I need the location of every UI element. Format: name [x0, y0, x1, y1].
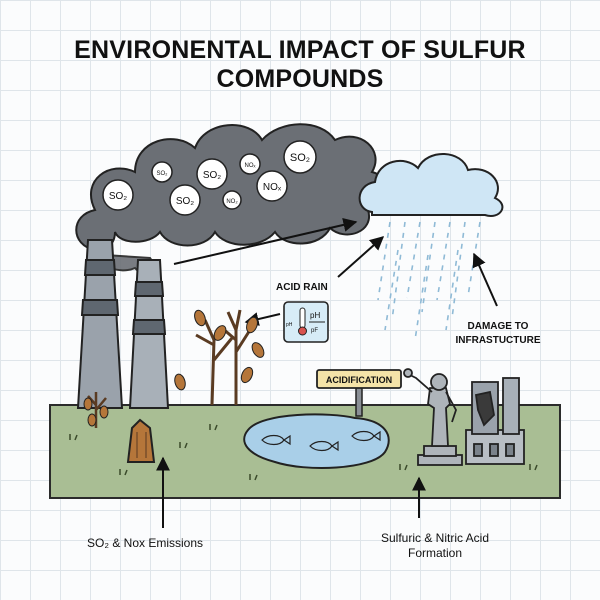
svg-text:NO₂: NO₂ [226, 199, 238, 205]
damaged-building [465, 377, 525, 465]
arrow-damage-to-rain [472, 252, 498, 307]
svg-text:SO₂: SO₂ [176, 196, 194, 207]
small-tree-left [83, 392, 109, 428]
svg-text:SO₂: SO₂ [157, 171, 169, 177]
arrow-emissions-to-cloud [173, 218, 358, 265]
damage-label-line2: INFRASTUCTURE [456, 335, 541, 346]
ph-meter: pH pH pF [283, 301, 329, 343]
rain [377, 221, 481, 341]
svg-text:ACIDIFICATION: ACIDIFICATION [326, 375, 392, 385]
svg-text:SO₂: SO₂ [203, 170, 221, 181]
svg-text:NOₓ: NOₓ [263, 182, 282, 193]
svg-text:SO₂: SO₂ [109, 191, 127, 202]
chimney-right [128, 259, 170, 409]
page-title: ENVIRONENTAL IMPACT OF SULFUR COMPOUNDS [74, 36, 526, 93]
so2-particle: SO₂ [169, 184, 201, 216]
emissions-label: SO₂ & Nox Emissions [87, 536, 203, 550]
leaves [174, 309, 265, 391]
acidification-sign: ACIDIFICATION [316, 369, 402, 417]
so2-particle-large: SO₂ [283, 140, 317, 174]
pond [243, 413, 390, 469]
arrow-acid-rain-to-cloud [337, 236, 385, 278]
nox-particle-small: NOₓ [239, 153, 261, 175]
fish-icons [261, 430, 381, 452]
svg-text:pH: pH [310, 311, 320, 320]
svg-text:pF: pF [311, 328, 318, 334]
rain-cloud [358, 153, 504, 217]
so2-particle: SO₂ [102, 179, 134, 211]
so2-particle: SO₂ [196, 158, 228, 190]
grass-tufts [69, 424, 538, 481]
tree-stump [126, 418, 156, 463]
thermometer-icon [299, 307, 306, 329]
svg-text:NOₓ: NOₓ [245, 163, 256, 169]
svg-text:SO₂: SO₂ [290, 152, 310, 164]
acid-formation-label-line2: Formation [408, 546, 462, 560]
nox-particle: NOₓ [256, 170, 288, 202]
chimney-left [76, 239, 124, 409]
statue [403, 368, 463, 466]
smoke-particles: SO₂ SO₂ SO₂ SO₂ NO₂ NOₓ NOₓ SO₂ [102, 140, 317, 216]
svg-text:pH: pH [286, 322, 293, 328]
dead-tree-center [195, 309, 252, 406]
so2-particle-small: SO₂ [151, 161, 173, 183]
damage-label-line1: DAMAGE TO [468, 321, 529, 332]
acid-formation-label-line1: Sulfuric & Nitric Acid [381, 531, 489, 545]
acid-rain-label: ACID RAIN [276, 282, 328, 293]
no2-particle-small: NO₂ [222, 190, 242, 210]
